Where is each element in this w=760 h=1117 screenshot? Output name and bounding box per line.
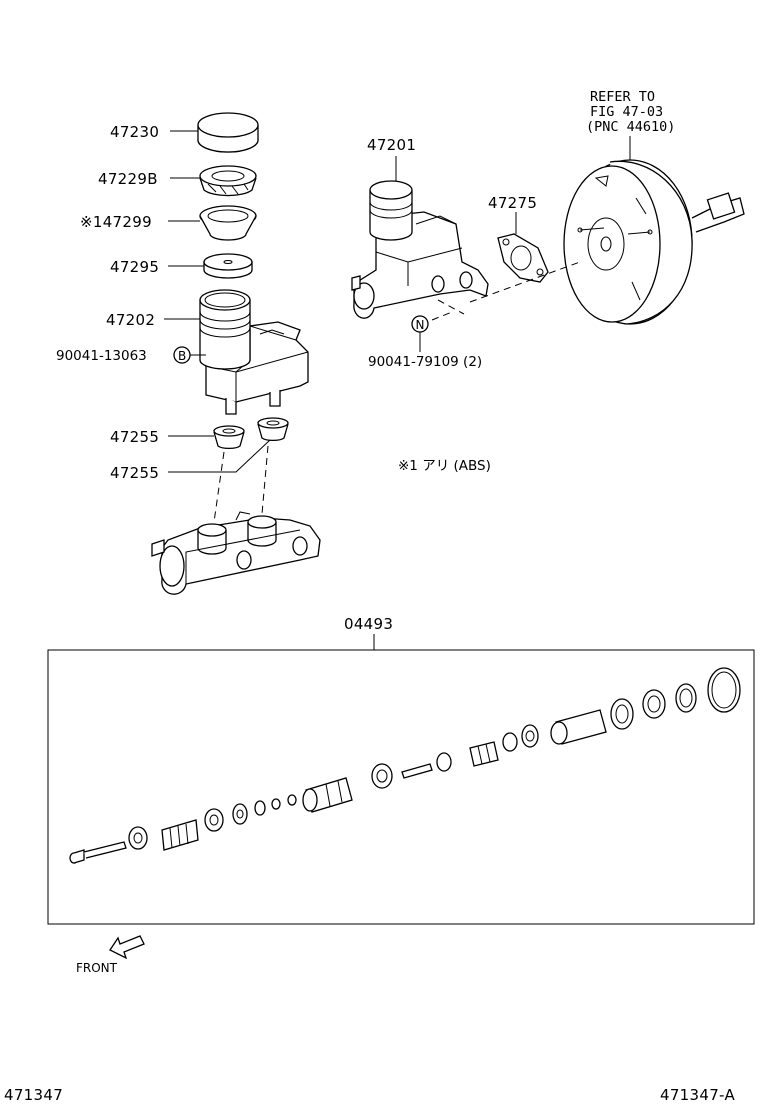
kit-parts-row <box>69 667 741 864</box>
kit-ring-1 <box>675 683 697 713</box>
callout-circle-b <box>173 346 191 364</box>
label-47275: 47275 <box>488 194 537 212</box>
strainer-47229b <box>199 165 257 197</box>
reservoir-tank-47202 <box>199 289 309 415</box>
refer-line-3: (PNC 44610) <box>586 119 675 135</box>
mount-line-nut <box>431 311 453 321</box>
assembly-line-b <box>261 445 269 515</box>
grommet-47255-b <box>257 417 289 442</box>
master-cylinder-assembly-47201 <box>351 180 489 319</box>
label-47299: ※147299 <box>80 213 152 231</box>
kit-rod <box>401 752 452 779</box>
kit-seal-3 <box>371 763 393 789</box>
mount-line-upper <box>469 261 581 303</box>
callout-letter-b: B <box>178 349 186 363</box>
kit-box-04493 <box>47 649 755 925</box>
refer-line-1: REFER TO <box>590 89 655 105</box>
label-04493: 04493 <box>344 615 393 633</box>
kit-o-ring <box>707 667 741 713</box>
kit-bolt <box>69 841 127 864</box>
kit-washer-1 <box>254 800 266 816</box>
label-90041-13063: 90041-13063 <box>56 348 147 364</box>
label-47201: 47201 <box>367 136 416 154</box>
kit-washer-3 <box>287 794 297 806</box>
kit-spring-2 <box>469 741 499 767</box>
label-47255-b: 47255 <box>110 464 159 482</box>
label-47230: 47230 <box>110 123 159 141</box>
front-label: FRONT <box>76 961 118 975</box>
reservoir-cap-47230 <box>197 112 259 153</box>
refer-line-2: FIG 47-03 <box>590 104 663 120</box>
master-cylinder-body <box>151 511 321 595</box>
kit-piston-2 <box>550 709 607 745</box>
callout-letter-n: N <box>416 318 425 332</box>
kit-washer-2 <box>271 798 281 810</box>
mount-line-lower <box>437 299 465 315</box>
assembly-line-a <box>213 451 225 523</box>
note-abs: ※1 アリ (ABS) <box>398 458 491 474</box>
disc-47295 <box>203 253 253 279</box>
figure-number-left: 471347 <box>4 1086 63 1104</box>
front-arrow-icon <box>109 935 145 960</box>
kit-seal-1 <box>204 808 224 832</box>
cup-47299 <box>199 205 257 241</box>
label-47255-a: 47255 <box>110 428 159 446</box>
kit-spring-1 <box>161 819 199 851</box>
brake-booster <box>563 159 745 325</box>
label-90041-79109: 90041-79109 (2) <box>368 354 482 370</box>
kit-seal-6 <box>610 698 634 730</box>
kit-cup-1 <box>128 826 148 850</box>
kit-seal-5 <box>521 724 539 748</box>
figure-number-right: 471347-A <box>660 1086 735 1104</box>
kit-seal-7 <box>642 689 666 719</box>
label-47229b: 47229B <box>98 170 158 188</box>
grommet-47255-a <box>213 425 245 450</box>
leader-47255-b <box>168 439 271 473</box>
kit-piston-1 <box>302 777 353 813</box>
label-47295: 47295 <box>110 258 159 276</box>
kit-seal-2 <box>232 803 248 825</box>
kit-seal-4 <box>502 732 518 752</box>
label-47202: 47202 <box>106 311 155 329</box>
gasket-47275 <box>497 233 549 283</box>
